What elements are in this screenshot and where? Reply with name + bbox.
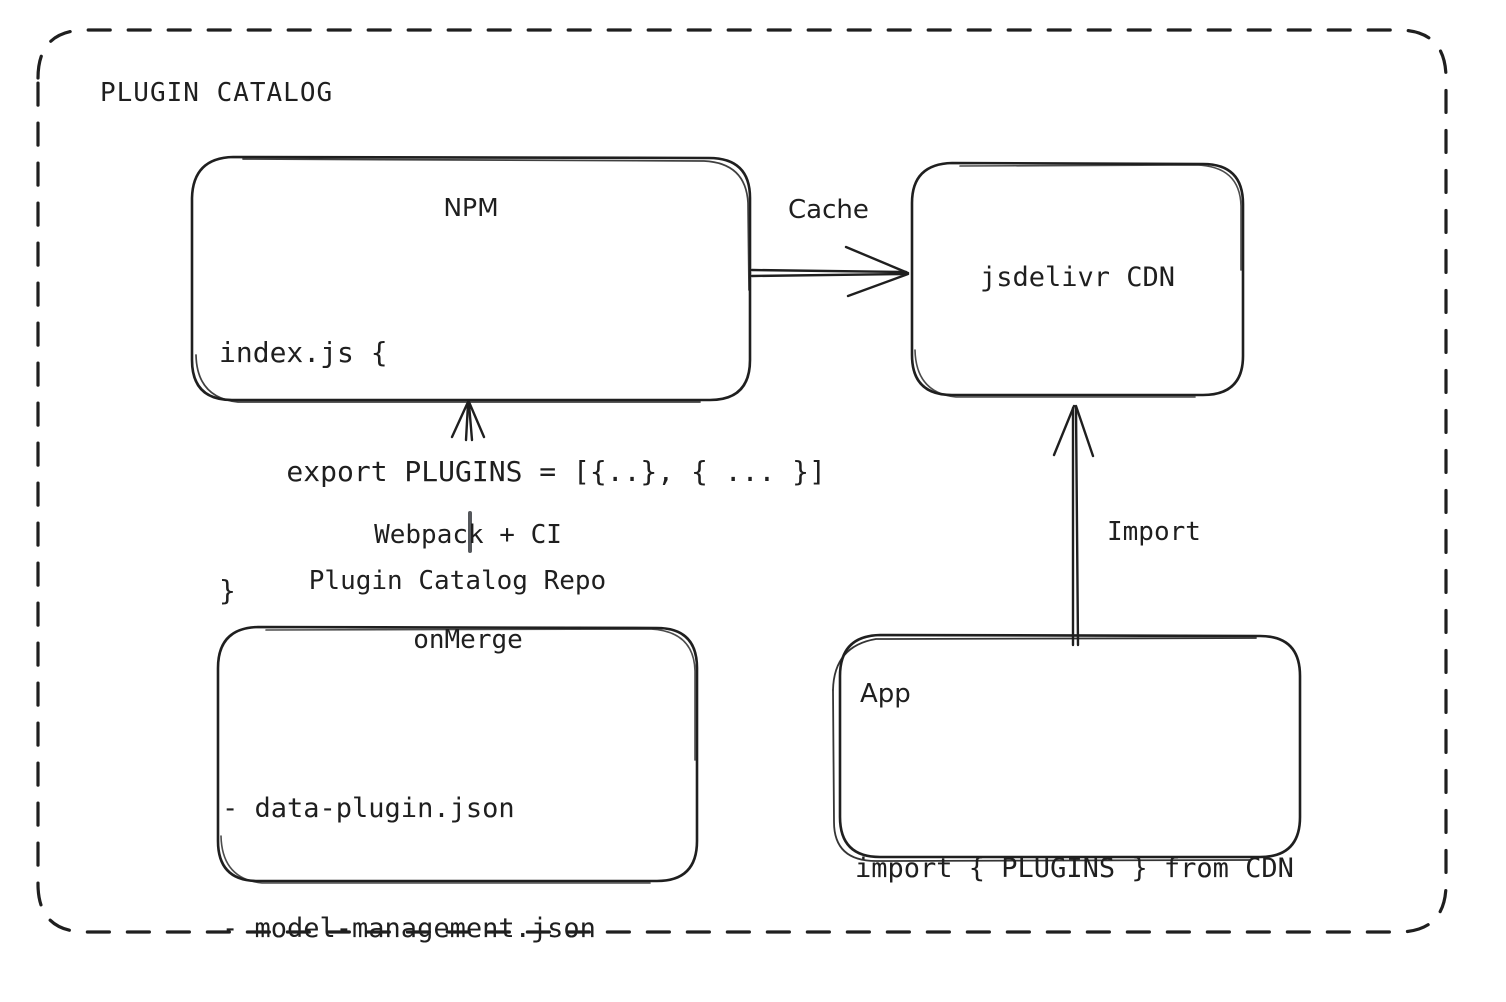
build-edge-label: Webpack + CI onMerge [338, 448, 598, 729]
npm-code-block: index.js { export PLUGINS = [{..}, { ...… [219, 253, 826, 690]
npm-code-line: index.js { [219, 335, 388, 369]
build-edge-label-line2: onMerge [413, 625, 523, 656]
app-code-line: import { PLUGINS } from CDN [855, 853, 1294, 885]
app-code-block: import { PLUGINS } from CDN PLUGINS.forE… [855, 738, 1294, 1002]
group-title: PLUGIN CATALOG [100, 78, 334, 108]
app-node-title: App [860, 679, 911, 709]
build-edge-label-line1: Webpack + CI [374, 520, 562, 551]
repo-node-caption: Plugin Catalog Repo [308, 566, 607, 596]
repo-file-item: - data-plugin.json [222, 792, 515, 824]
repo-file-item: - model-management.json [222, 912, 596, 944]
repo-file-list: - data-plugin.json - model-management.js… [222, 709, 596, 1002]
cdn-node-title: jsdelivr CDN [979, 262, 1176, 293]
npm-code-line: export PLUGINS = [{..}, { ... }] [219, 454, 826, 488]
npm-code-line: } [219, 574, 236, 607]
cache-edge-label: Cache [788, 195, 869, 225]
import-edge-label: Import [1107, 517, 1201, 547]
npm-node-title: NPM [443, 193, 499, 222]
import-arrow [1052, 404, 1095, 647]
